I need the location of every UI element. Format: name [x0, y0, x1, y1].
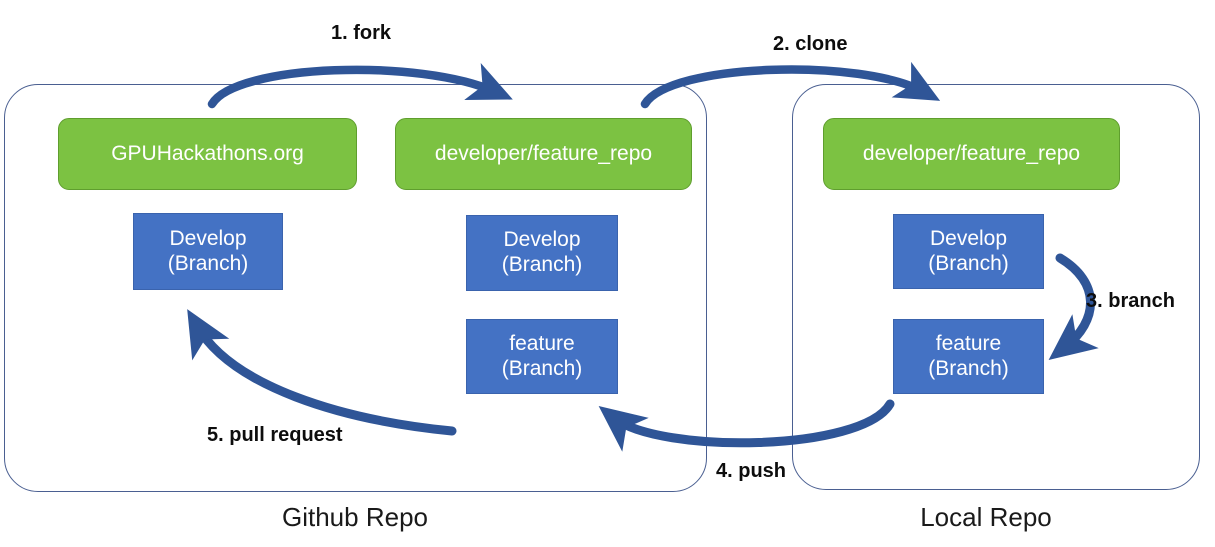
repo-box-github-feature-repo[interactable]: developer/feature_repo — [395, 118, 692, 190]
branch-line-1: feature — [509, 331, 575, 355]
step-label-pull-request: 5. pull request — [207, 424, 343, 446]
branch-line-1: Develop — [169, 226, 247, 250]
branch-line-1: Develop — [929, 226, 1008, 250]
branch-box-local-feature[interactable]: feature (Branch) — [893, 319, 1044, 394]
branch-line-2: (Branch) — [501, 253, 583, 276]
panel-label-local-repo: Local Repo — [920, 502, 1052, 532]
branch-line-1: Develop — [503, 228, 581, 252]
branch-box-local-develop[interactable]: Develop (Branch) — [893, 214, 1044, 289]
branch-line-2: (Branch) — [928, 356, 1009, 380]
panel-local-repo — [792, 84, 1200, 490]
branch-line-2: (Branch) — [167, 251, 249, 275]
branch-box-github-upstream-develop[interactable]: Develop (Branch) — [133, 213, 283, 290]
repo-box-local-feature-repo[interactable]: developer/feature_repo — [823, 118, 1120, 190]
step-label-push: 4. push — [716, 460, 787, 482]
step-label-clone: 2. clone — [773, 33, 848, 55]
repo-box-gpuhackathons[interactable]: GPUHackathons.org — [58, 118, 357, 190]
branch-box-github-fork-feature[interactable]: feature (Branch) — [466, 319, 618, 394]
branch-line-1: feature — [935, 331, 1002, 355]
branch-line-2: (Branch) — [501, 356, 583, 380]
panel-label-github-repo: Github Repo — [282, 502, 428, 532]
branch-line-2: (Branch) — [928, 251, 1009, 275]
step-label-branch: 3. branch — [1086, 290, 1175, 312]
branch-box-github-fork-develop[interactable]: Develop (Branch) — [466, 215, 618, 291]
step-label-fork: 1. fork — [331, 22, 392, 44]
